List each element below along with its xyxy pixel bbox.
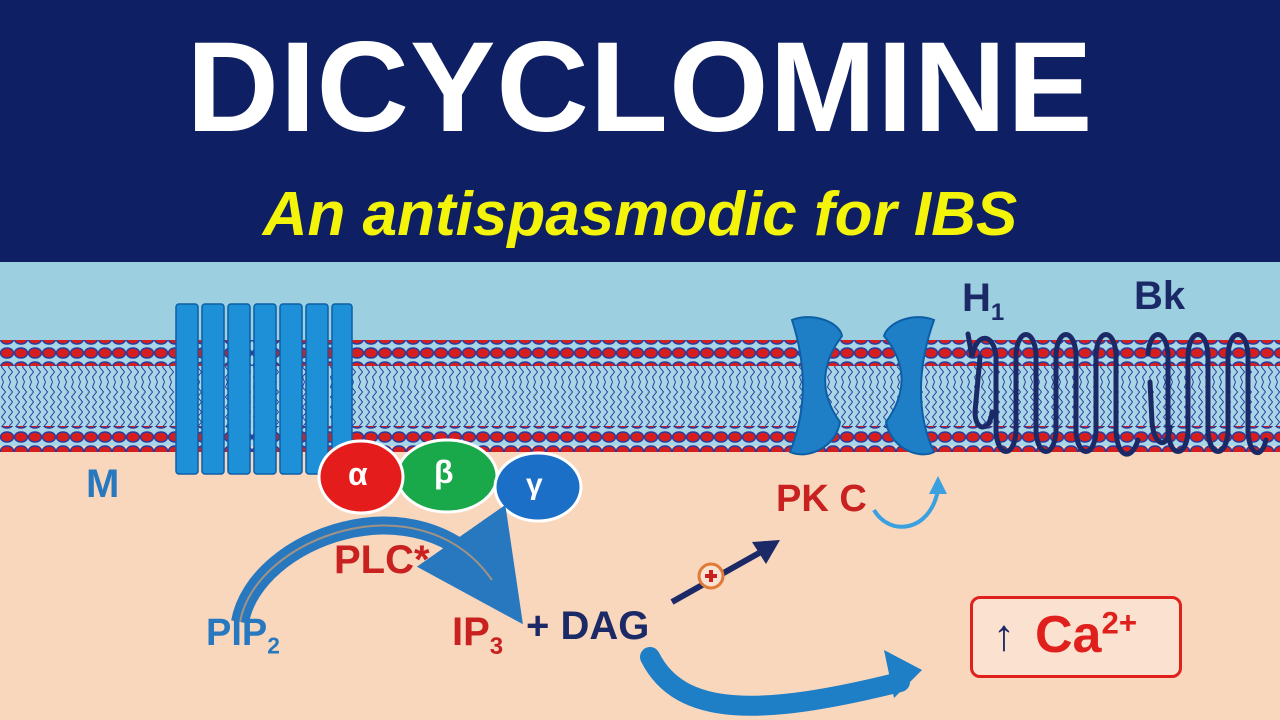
channel-left-half (788, 316, 844, 456)
label-ip3: IP3 (452, 610, 504, 660)
title-banner: DICYCLOMINE An antispasmodic for IBS (0, 0, 1280, 262)
up-arrow-icon: ↑ (993, 611, 1015, 660)
bk-receptor-coil (1145, 332, 1269, 455)
channel-right-half (882, 316, 936, 456)
label-calcium: Ca2+ (1035, 605, 1138, 664)
label-plc: PLC* (334, 538, 430, 582)
label-pip2: PIP2 (206, 612, 280, 659)
label-dag: + DAG (526, 604, 650, 648)
g-protein-gamma (493, 451, 583, 523)
cytoplasm-area (0, 452, 1280, 720)
h1-receptor-coil (965, 331, 1141, 457)
label-m: M (86, 462, 120, 506)
muscarinic-receptor (175, 303, 353, 475)
pathway-diagram (0, 262, 1280, 720)
g-protein-alpha (317, 439, 405, 515)
calcium-increase-box: ↑ Ca2+ (970, 596, 1182, 678)
label-alpha: α (348, 456, 368, 492)
label-bk: Bk (1134, 274, 1186, 318)
page-subtitle: An antispasmodic for IBS (262, 180, 1018, 249)
label-gamma: γ (526, 468, 543, 501)
dag-to-calcium-arrow (640, 647, 910, 716)
label-beta: β (434, 454, 454, 490)
label-h1: H1 (962, 276, 1005, 326)
page-title: DICYCLOMINE (186, 16, 1094, 159)
label-pkc: PK C (776, 478, 867, 520)
pkc-phosphorylation-arrow (872, 489, 940, 529)
